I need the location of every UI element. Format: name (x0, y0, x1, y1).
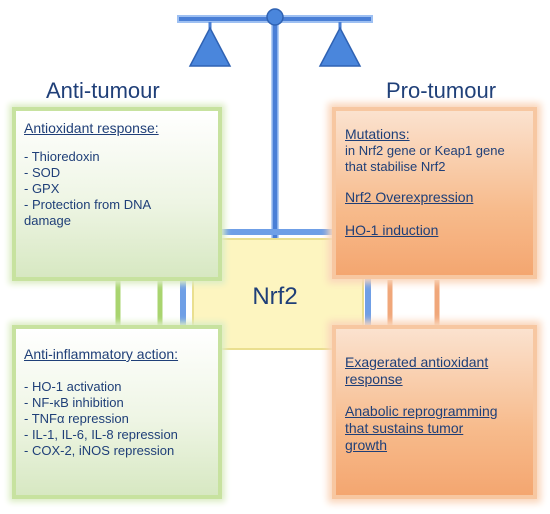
antioxidant-item: - Thioredoxin (24, 149, 100, 164)
spacer (24, 363, 220, 379)
antioxidant-content: Antioxidant response: - Thioredoxin - SO… (24, 120, 214, 229)
spacer (345, 175, 533, 189)
anti-inflammatory-heading: Anti-inflammatory action: (24, 346, 179, 362)
left-pan (188, 26, 232, 67)
antioxidant-exag-heading: Exagerated antioxidant (345, 354, 489, 370)
overexpression-heading: Nrf2 Overexpression (345, 189, 474, 205)
anti-inflammatory-item: - HO-1 activation (24, 379, 122, 394)
right-pan (318, 26, 362, 67)
balance-pivot (266, 8, 284, 26)
spacer (345, 206, 533, 222)
spacer (24, 137, 214, 149)
anti-inflammatory-box (12, 325, 222, 499)
antioxidant-exag-heading-cont: response (345, 371, 403, 387)
antioxidant-item: damage (24, 213, 71, 228)
tumor-support-content: Exagerated antioxidant response Anabolic… (345, 354, 533, 454)
antioxidant-box (12, 107, 222, 281)
anti-inflammatory-item: - IL-1, IL-6, IL-8 repression (24, 427, 178, 442)
antioxidant-item: - GPX (24, 181, 60, 196)
spacer (345, 388, 533, 403)
antioxidant-heading: Antioxidant response: (24, 120, 159, 136)
anti-inflammatory-item: - TNFα repression (24, 411, 129, 426)
anabolic-heading-cont: that sustains tumor (345, 420, 464, 436)
tumor-support-box (332, 325, 537, 499)
anabolic-heading-cont2: growth (345, 437, 388, 453)
ho1-induction-heading: HO-1 induction (345, 222, 439, 238)
nrf2-label: Nrf2 (252, 283, 298, 310)
anti-tumour-title: Anti-tumour (46, 78, 160, 103)
mutations-box (332, 107, 537, 279)
antioxidant-item: - SOD (24, 165, 61, 180)
anti-inflammatory-item: - NF-κB inhibition (24, 395, 124, 410)
mutations-heading: Mutations: (345, 126, 410, 142)
anabolic-heading: Anabolic reprogramming (345, 403, 498, 419)
mutations-line: in Nrf2 gene or Keap1 gene (345, 143, 505, 158)
mutations-line: that stabilise Nrf2 (345, 159, 446, 174)
pro-tumour-title: Pro-tumour (386, 78, 497, 103)
antioxidant-item: - Protection from DNA (24, 197, 152, 212)
anti-inflammatory-content: Anti-inflammatory action: - HO-1 activat… (24, 346, 220, 459)
anti-inflammatory-item: - COX-2, iNOS repression (24, 443, 175, 458)
mutations-content: Mutations: in Nrf2 gene or Keap1 gene th… (345, 126, 533, 239)
balance-pole (271, 21, 279, 241)
